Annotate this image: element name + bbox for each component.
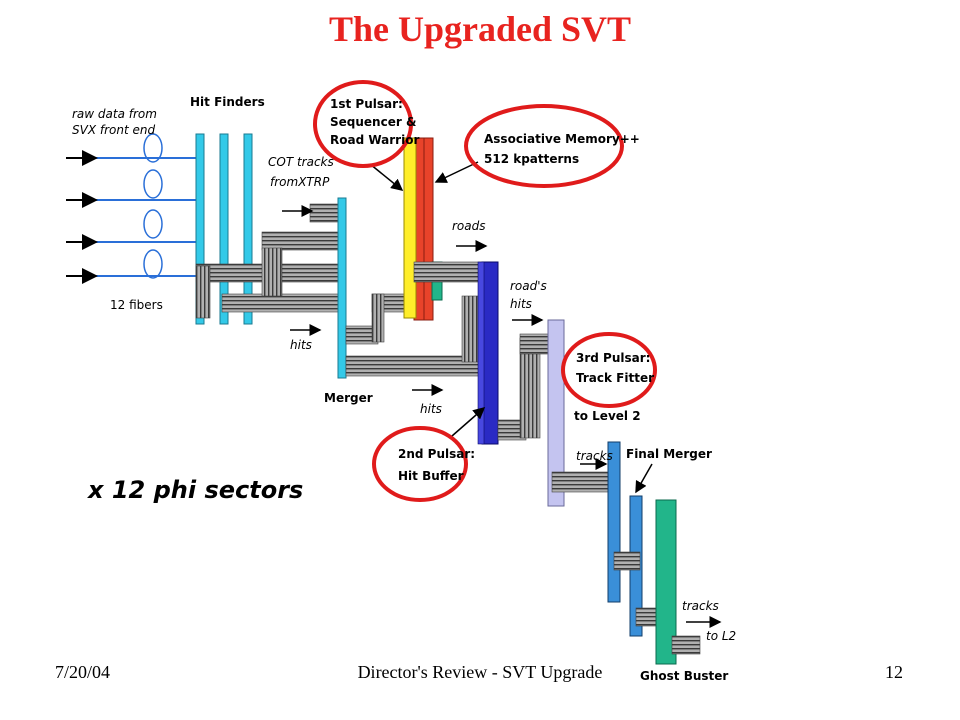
final-merger-boards bbox=[607, 441, 643, 637]
pointer-am bbox=[434, 161, 479, 183]
label-hits-2: hits bbox=[420, 402, 442, 416]
flow-arrows bbox=[282, 161, 722, 628]
track-fitter-board bbox=[547, 319, 565, 507]
hit-finder-boards bbox=[195, 133, 253, 325]
circle-pulsar3 bbox=[561, 332, 657, 408]
cable-gb bbox=[671, 635, 701, 655]
label-pulsar1-2: Sequencer & bbox=[330, 115, 416, 129]
label-cot-1: COT tracks bbox=[268, 155, 334, 169]
circle-pulsar1 bbox=[313, 80, 413, 168]
label-final-merger: Final Merger bbox=[626, 447, 712, 461]
hit-finder-board-1 bbox=[195, 133, 205, 325]
sequencer-board bbox=[403, 137, 417, 319]
label-am-1: Associative Memory++ bbox=[484, 132, 640, 146]
label-am-2: 512 kpatterns bbox=[484, 152, 579, 166]
label-pulsar2-1: 2nd Pulsar: bbox=[398, 447, 475, 461]
label-pulsar1-3: Road Warrior bbox=[330, 133, 419, 147]
cable-hf-2 bbox=[221, 293, 347, 313]
pointer-pulsar1 bbox=[369, 163, 404, 191]
label-ghost-buster: Ghost Buster bbox=[640, 669, 728, 683]
hit-buffer-board-edge bbox=[477, 261, 485, 445]
slide-title: The Upgraded SVT bbox=[328, 9, 632, 49]
label-cot-2: fromXTRP bbox=[270, 175, 330, 189]
label-pulsar3-2: Track Fitter bbox=[576, 371, 654, 385]
circle-pulsar2 bbox=[372, 426, 468, 502]
ghost-buster-board bbox=[655, 499, 677, 665]
hit-finder-board-3 bbox=[243, 133, 253, 325]
pointer-pulsar2 bbox=[451, 407, 486, 437]
input-lines bbox=[66, 133, 198, 284]
label-to-level2: to Level 2 bbox=[574, 409, 641, 423]
hit-finder-board-2 bbox=[219, 133, 229, 325]
label-fibers: 12 fibers bbox=[110, 298, 163, 312]
cable-tracks bbox=[551, 471, 615, 493]
fiber-loop-2 bbox=[143, 169, 163, 199]
circle-am bbox=[464, 104, 624, 188]
label-hits-1: hits bbox=[290, 338, 312, 352]
cable-hf-6 bbox=[195, 265, 211, 319]
hit-buffer-cables bbox=[497, 333, 555, 441]
fiber-loop-4 bbox=[143, 249, 163, 279]
final-merger-board-1 bbox=[607, 441, 621, 603]
hit-buffer-board bbox=[481, 261, 499, 445]
label-raw-data-2: SVX front end bbox=[72, 123, 155, 137]
cable-fm-1 bbox=[613, 551, 641, 571]
label-phi-sectors: x 12 phi sectors bbox=[87, 476, 303, 504]
label-road-hits-2: hits bbox=[510, 297, 532, 311]
pointer-final-merger bbox=[635, 463, 653, 494]
label-raw-data-1: raw data from bbox=[72, 107, 157, 121]
label-hit-finders: Hit Finders bbox=[190, 95, 265, 109]
hit-finder-cables bbox=[195, 203, 347, 319]
highlight-circles bbox=[313, 80, 657, 502]
merger-board bbox=[337, 197, 347, 379]
label-roads: roads bbox=[452, 219, 486, 233]
fiber-loop-3 bbox=[143, 209, 163, 239]
merger-cables bbox=[345, 293, 487, 377]
cable-roads bbox=[413, 261, 487, 283]
label-pulsar3-1: 3rd Pulsar: bbox=[576, 351, 650, 365]
label-pulsar1-1: 1st Pulsar: bbox=[330, 97, 403, 111]
page-number: 12 bbox=[885, 662, 903, 682]
fiber-loop-1 bbox=[143, 133, 163, 163]
label-tracks: tracks bbox=[576, 449, 613, 463]
cable-hf-3 bbox=[261, 231, 347, 251]
label-tracks-l2-1: tracks bbox=[682, 599, 719, 613]
label-pulsar2-2: Hit Buffer bbox=[398, 469, 464, 483]
footer-center-text: Director's Review - SVT Upgrade bbox=[357, 662, 603, 682]
footer-date: 7/20/04 bbox=[55, 662, 111, 682]
diagram-labels: raw data from SVX front end Hit Finders … bbox=[72, 95, 736, 683]
cable-merger-3 bbox=[371, 293, 385, 343]
label-tracks-l2-2: to L2 bbox=[706, 629, 736, 643]
label-road-hits-1: road's bbox=[510, 279, 547, 293]
cable-hf-4 bbox=[261, 247, 283, 297]
label-merger: Merger bbox=[324, 391, 373, 405]
